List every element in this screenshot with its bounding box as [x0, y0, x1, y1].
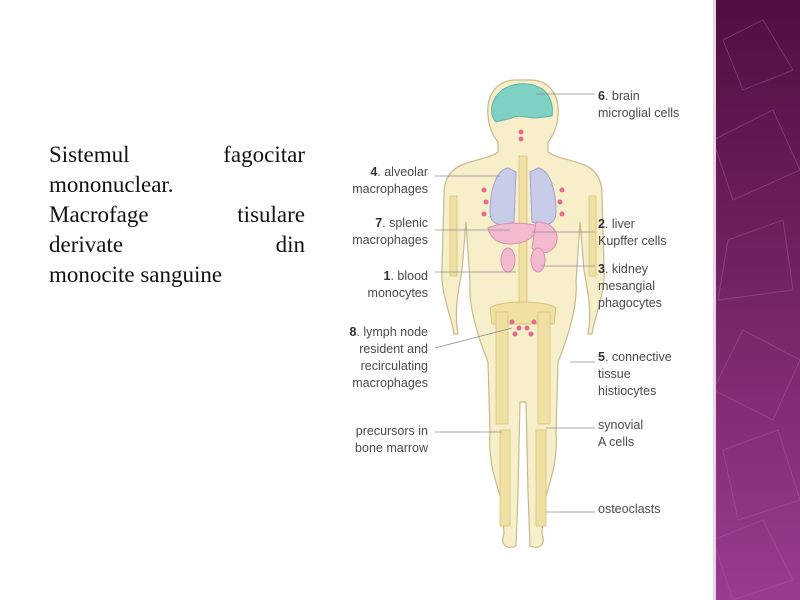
- right-tibia: [535, 429, 547, 527]
- mononuclear-phagocyte-diagram: 6. brain microglial cells 2. liver Kupff…: [340, 72, 710, 572]
- left-tibia: [499, 429, 511, 527]
- body-line: Macrofage tisulare: [49, 202, 305, 227]
- macrophage-dots: [481, 129, 565, 337]
- label-blood-monocytes: 1. blood monocytes: [367, 269, 428, 300]
- label-liver-kupffer: 2. liver Kupffer cells: [598, 217, 667, 248]
- liver-shape: [487, 222, 539, 245]
- brain-shape: [491, 83, 553, 123]
- body-line: monocite sanguine: [49, 262, 223, 287]
- label-alveolar-macrophages: 4. alveolar macrophages: [352, 165, 428, 196]
- label-kidney-mesangial: 3. kidney mesangial phagocytes: [598, 262, 662, 310]
- body-line: derivate din: [49, 232, 305, 257]
- label-splenic-macrophages: 7. splenic macrophages: [352, 216, 428, 247]
- slide-body-text: Sistemul fagocitar mononuclear. Macrofag…: [49, 140, 305, 290]
- left-femur: [495, 311, 509, 425]
- right-kidney-shape: [530, 247, 546, 273]
- label-brain-microglial: 6. brain microglial cells: [598, 89, 680, 120]
- left-kidney-shape: [500, 247, 516, 273]
- label-connective-tissue: 5. connective tissue histiocytes: [598, 350, 672, 398]
- label-bone-marrow-precursors: precursors in bone marrow: [355, 424, 428, 455]
- label-lymph-node-macrophages: 8. lymph node resident and recirculating…: [349, 325, 428, 390]
- body-figure: [434, 79, 605, 548]
- leader-lines: [434, 93, 595, 513]
- label-synovial-cells: synovial A cells: [598, 418, 644, 449]
- decorative-side-band: [713, 0, 800, 600]
- right-femur: [537, 311, 551, 425]
- body-line: mononuclear.: [49, 172, 174, 197]
- right-arm-bone: [588, 195, 597, 277]
- body-line: Sistemul fagocitar: [49, 142, 305, 167]
- label-osteoclasts: osteoclasts: [598, 502, 661, 516]
- left-arm-bone: [449, 195, 458, 277]
